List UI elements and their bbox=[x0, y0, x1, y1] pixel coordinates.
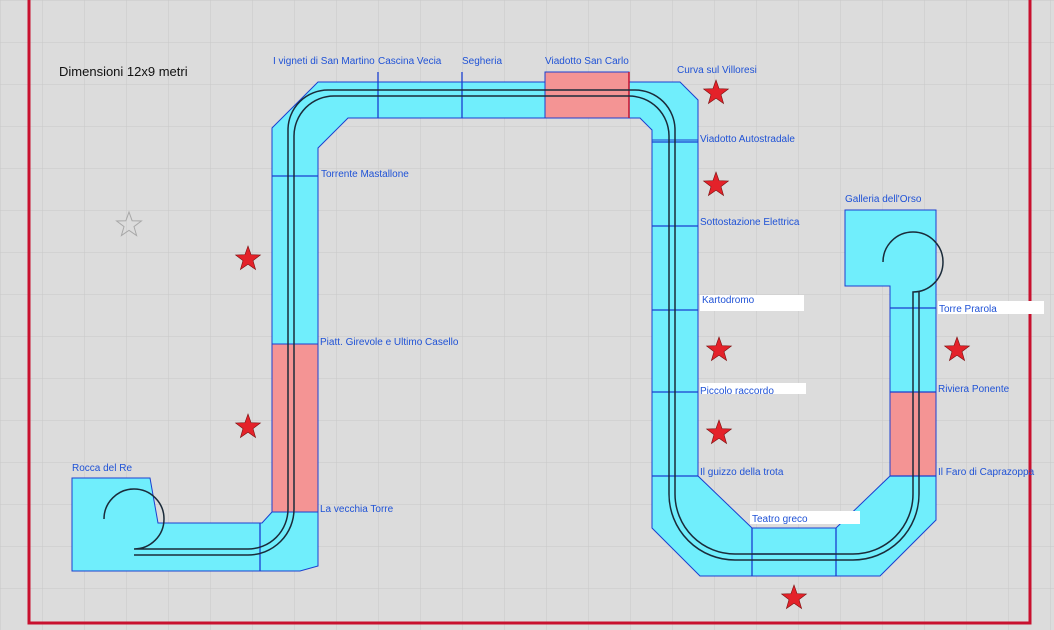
label-segheria: Segheria bbox=[462, 56, 502, 67]
label-kartodromo: Kartodromo bbox=[702, 295, 755, 306]
module-viadotto-san-carlo bbox=[544, 71, 630, 119]
label-boxes bbox=[700, 295, 1044, 524]
label-vigneti: I vigneti di San Martino bbox=[273, 56, 375, 67]
label-torrente: Torrente Mastallone bbox=[321, 169, 409, 180]
label-vecchia: La vecchia Torre bbox=[320, 504, 394, 515]
module-piattaforma bbox=[271, 343, 319, 513]
label-prarola: Torre Prarola bbox=[939, 304, 997, 315]
label-cascina: Cascina Vecia bbox=[378, 56, 442, 67]
label-galleria: Galleria dell'Orso bbox=[845, 194, 922, 205]
label-piccolo: Piccolo raccordo bbox=[700, 386, 774, 397]
label-viadotto-san-carlo: Viadotto San Carlo bbox=[545, 56, 629, 67]
label-teatro: Teatro greco bbox=[752, 514, 808, 525]
label-faro: Il Faro di Caprazoppa bbox=[938, 467, 1035, 478]
label-riviera: Riviera Ponente bbox=[938, 384, 1010, 395]
label-rocca: Rocca del Re bbox=[72, 463, 132, 474]
label-piatt: Piatt. Girevole e Ultimo Casello bbox=[320, 337, 459, 348]
label-curva: Curva sul Villoresi bbox=[677, 65, 757, 76]
module-right bbox=[651, 139, 937, 577]
label-sottostazione: Sottostazione Elettrica bbox=[700, 217, 800, 228]
label-guizzo: Il guizzo della trota bbox=[700, 467, 784, 478]
page-title: Dimensioni 12x9 metri bbox=[59, 64, 188, 79]
label-autostradale: Viadotto Autostradale bbox=[700, 134, 795, 145]
station-labels: I vigneti di San Martino Cascina Vecia S… bbox=[72, 56, 1035, 525]
track bbox=[103, 89, 944, 561]
